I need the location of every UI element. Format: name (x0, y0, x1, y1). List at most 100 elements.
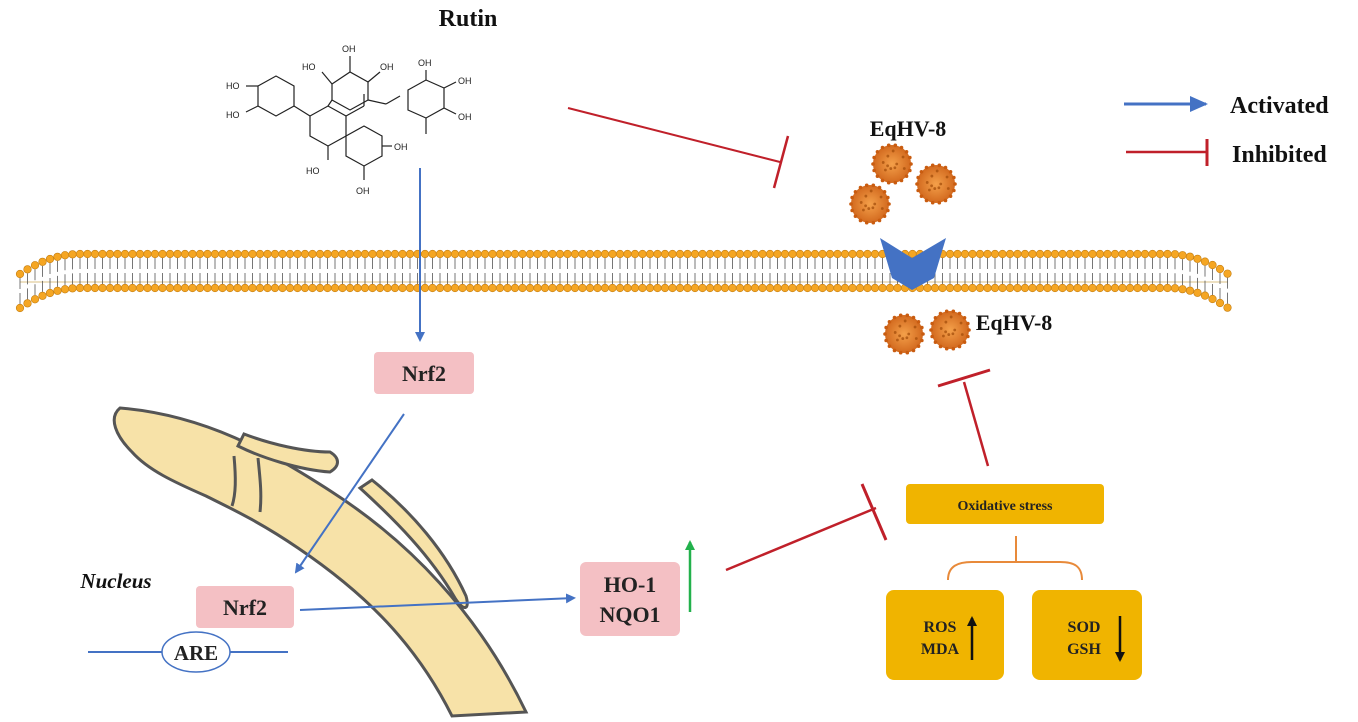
lipid-head (173, 283, 182, 293)
lipid-head (188, 249, 197, 259)
lipid-head (180, 283, 190, 293)
lipid-head (803, 249, 812, 259)
lipid-head (600, 249, 610, 259)
lipid-head (90, 283, 100, 293)
lipid-head (390, 283, 400, 293)
ho1-nqo1-box: HO-1 NQO1 (580, 562, 680, 636)
lipid-head (1185, 286, 1195, 295)
lipid-head (990, 249, 1000, 259)
lipid-head (525, 283, 535, 293)
lipid-head (660, 283, 670, 293)
lipid-head (540, 283, 550, 293)
lipid-head (368, 283, 377, 293)
lipid-head (1170, 284, 1180, 293)
lipid-head (795, 283, 805, 293)
lipid-head (225, 283, 235, 293)
lipid-head (645, 249, 655, 259)
lipid-head (1110, 249, 1120, 259)
lipid-head (1125, 283, 1135, 293)
lipid-head (1140, 249, 1150, 259)
lipid-head (323, 283, 332, 293)
nrf2-to-ho1-arrow (299, 593, 576, 611)
lipid-head (173, 249, 182, 259)
lipid-head (608, 249, 617, 259)
lipid-head (420, 249, 430, 259)
virus-particles-outside (849, 143, 957, 225)
lipid-head (158, 249, 167, 259)
lipid-head (1088, 283, 1097, 293)
lipid-head (150, 249, 160, 259)
lipid-head (720, 249, 730, 259)
lipid-head (1013, 249, 1022, 259)
lipid-head (773, 249, 782, 259)
ho1-inhibits-oxidative-stress (725, 483, 888, 572)
lipid-head (870, 249, 880, 259)
lipid-head (128, 249, 137, 259)
lipid-head (113, 283, 122, 293)
lipid-head (803, 283, 812, 293)
lipid-head (1140, 283, 1150, 293)
lipid-head (975, 283, 985, 293)
nucleus-label: Nucleus (79, 569, 151, 593)
lipid-head (53, 252, 62, 261)
lipid-head (255, 283, 265, 293)
oh-label: HO (226, 110, 240, 120)
lipid-head (743, 249, 752, 259)
lipid-head (480, 249, 490, 259)
lipid-head (465, 283, 475, 293)
lipid-head (135, 249, 145, 259)
lipid-head (968, 249, 977, 259)
lipid-head (1065, 249, 1075, 259)
lipid-head (1035, 283, 1045, 293)
lipid-head (698, 249, 707, 259)
lipid-head (743, 283, 752, 293)
lipid-head (705, 249, 715, 259)
lipid-head (1200, 291, 1210, 300)
lipid-head (885, 283, 895, 293)
lipid-head (720, 283, 730, 293)
lipid-head (233, 283, 242, 293)
nrf2-nucleus-label: Nrf2 (223, 595, 267, 620)
nrf2-cytoplasm-label: Nrf2 (402, 361, 446, 386)
nrf2-translocation-arrow (294, 413, 405, 574)
lipid-head (45, 288, 55, 298)
lipid-head (450, 283, 460, 293)
lipid-head (713, 249, 722, 259)
lipid-head (833, 249, 842, 259)
oh-label: HO (306, 166, 320, 176)
legend-inhibited-label: Inhibited (1232, 142, 1327, 168)
virus-particle (871, 143, 913, 185)
lipid-head (428, 283, 437, 293)
lipid-head (270, 249, 280, 259)
lipid-head (263, 249, 272, 259)
lipid-head (533, 249, 542, 259)
rutin-title: Rutin (439, 6, 498, 32)
lipid-head (698, 283, 707, 293)
lipid-head (810, 249, 820, 259)
lipid-head (780, 283, 790, 293)
lipid-head (713, 283, 722, 293)
virus-receptor (880, 238, 946, 290)
oh-label: HO (302, 62, 316, 72)
lipid-head (510, 283, 520, 293)
lipid-head (1170, 250, 1180, 259)
oh-label: OH (458, 76, 472, 86)
lipid-head (1208, 294, 1217, 304)
lipid-head (773, 283, 782, 293)
lipid-head (180, 249, 190, 259)
lipid-head (360, 283, 370, 293)
lipid-head (983, 283, 992, 293)
lipid-head (248, 283, 257, 293)
lipid-head (938, 283, 947, 293)
lipid-head (1103, 283, 1112, 293)
lipid-head (503, 249, 512, 259)
lipid-head (135, 283, 145, 293)
cell-membrane (15, 249, 1232, 313)
lipid-head (638, 249, 647, 259)
lipid-head (90, 249, 100, 259)
lipid-head (15, 303, 25, 313)
lipid-head (750, 249, 760, 259)
lipid-head (765, 283, 775, 293)
lipid-head (315, 249, 325, 259)
virus-particle (883, 313, 925, 355)
